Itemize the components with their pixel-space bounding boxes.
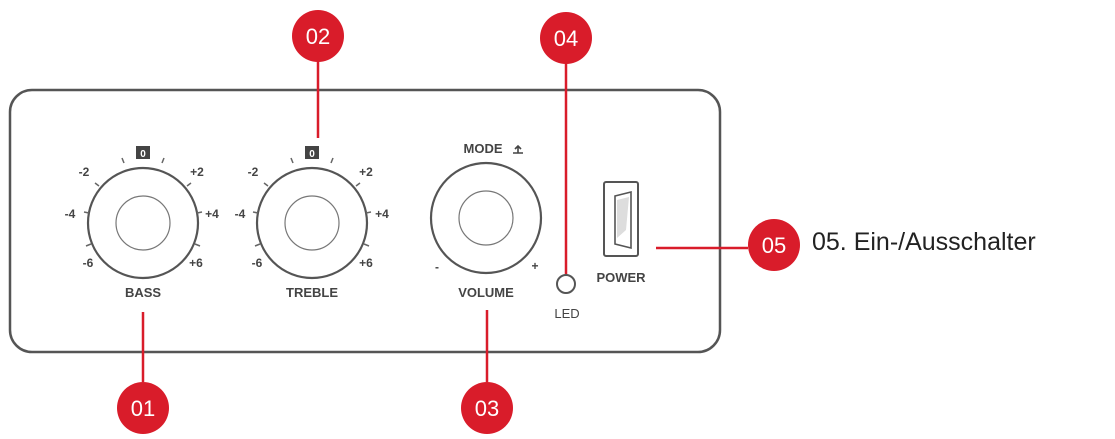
volume-knob-ring <box>429 161 543 275</box>
callout-badge-04: 04 <box>540 12 592 64</box>
callout-badge-03-circle <box>461 382 513 434</box>
callout-number-02: 02 <box>306 24 330 49</box>
volume-plus-mark: + <box>531 259 538 273</box>
volume-knob-cap <box>458 190 514 246</box>
led-label: LED <box>554 306 579 321</box>
power-rocker <box>614 190 632 250</box>
callout-number-04: 04 <box>554 26 578 51</box>
mode-push-icon <box>513 144 523 154</box>
bass-tick-plus2: +2 <box>190 165 204 179</box>
bass-scale-ticks <box>83 157 203 247</box>
bass-knob-ring <box>86 166 200 280</box>
bass-knob[interactable]: 0 -2 -4 -6 +2 +4 +6 BASS <box>65 146 220 300</box>
bass-tick-minus2: -2 <box>79 165 90 179</box>
panel-outline <box>8 88 722 354</box>
bass-tick-minus6: -6 <box>83 256 94 270</box>
treble-scale-ticks <box>252 157 372 247</box>
treble-tick-plus2: +2 <box>359 165 373 179</box>
power-switch[interactable]: POWER <box>596 181 646 285</box>
treble-tick-minus6: -6 <box>252 256 263 270</box>
treble-center-marker <box>305 146 319 159</box>
volume-knob[interactable]: MODE - + VOLUME <box>429 141 543 300</box>
callout-number-05: 05 <box>762 233 786 258</box>
callout-lines <box>141 60 748 382</box>
callout-badge-02: 02 <box>292 10 344 62</box>
callout-badge-01: 01 <box>117 382 169 434</box>
bass-tick-plus4: +4 <box>205 207 219 221</box>
bass-tick-plus6: +6 <box>189 256 203 270</box>
callout-badge-05: 05 <box>748 219 800 271</box>
treble-knob[interactable]: 0 -2 -4 -6 +2 +4 +6 TREBLE <box>235 146 390 300</box>
callout-badge-05-circle <box>748 219 800 271</box>
callout-badge-01-circle <box>117 382 169 434</box>
bass-knob-cap <box>115 195 171 251</box>
power-label: POWER <box>596 270 646 285</box>
treble-knob-cap <box>284 195 340 251</box>
callout-05-description: 05. Ein-/Ausschalter <box>812 228 1036 256</box>
power-switch-frame <box>603 181 639 257</box>
bass-center-tick: 0 <box>140 149 146 160</box>
callout-badge-04-circle <box>540 12 592 64</box>
treble-tick-plus4: +4 <box>375 207 389 221</box>
treble-tick-plus6: +6 <box>359 256 373 270</box>
treble-tick-minus2: -2 <box>248 165 259 179</box>
callout-badge-02-circle <box>292 10 344 62</box>
volume-mode-label: MODE <box>464 141 503 156</box>
bass-tick-minus4: -4 <box>65 207 76 221</box>
treble-knob-ring <box>255 166 369 280</box>
callout-number-01: 01 <box>131 396 155 421</box>
bass-center-marker <box>136 146 150 159</box>
callout-badge-03: 03 <box>461 382 513 434</box>
treble-label: TREBLE <box>286 285 338 300</box>
volume-label: VOLUME <box>458 285 514 300</box>
led-indicator: LED <box>554 274 580 321</box>
treble-center-tick: 0 <box>309 149 315 160</box>
volume-minus-mark: - <box>435 260 439 274</box>
treble-tick-minus4: -4 <box>235 207 246 221</box>
bass-label: BASS <box>125 285 161 300</box>
power-rocker-shade <box>617 197 629 238</box>
led-circle <box>556 274 576 294</box>
callout-number-03: 03 <box>475 396 499 421</box>
